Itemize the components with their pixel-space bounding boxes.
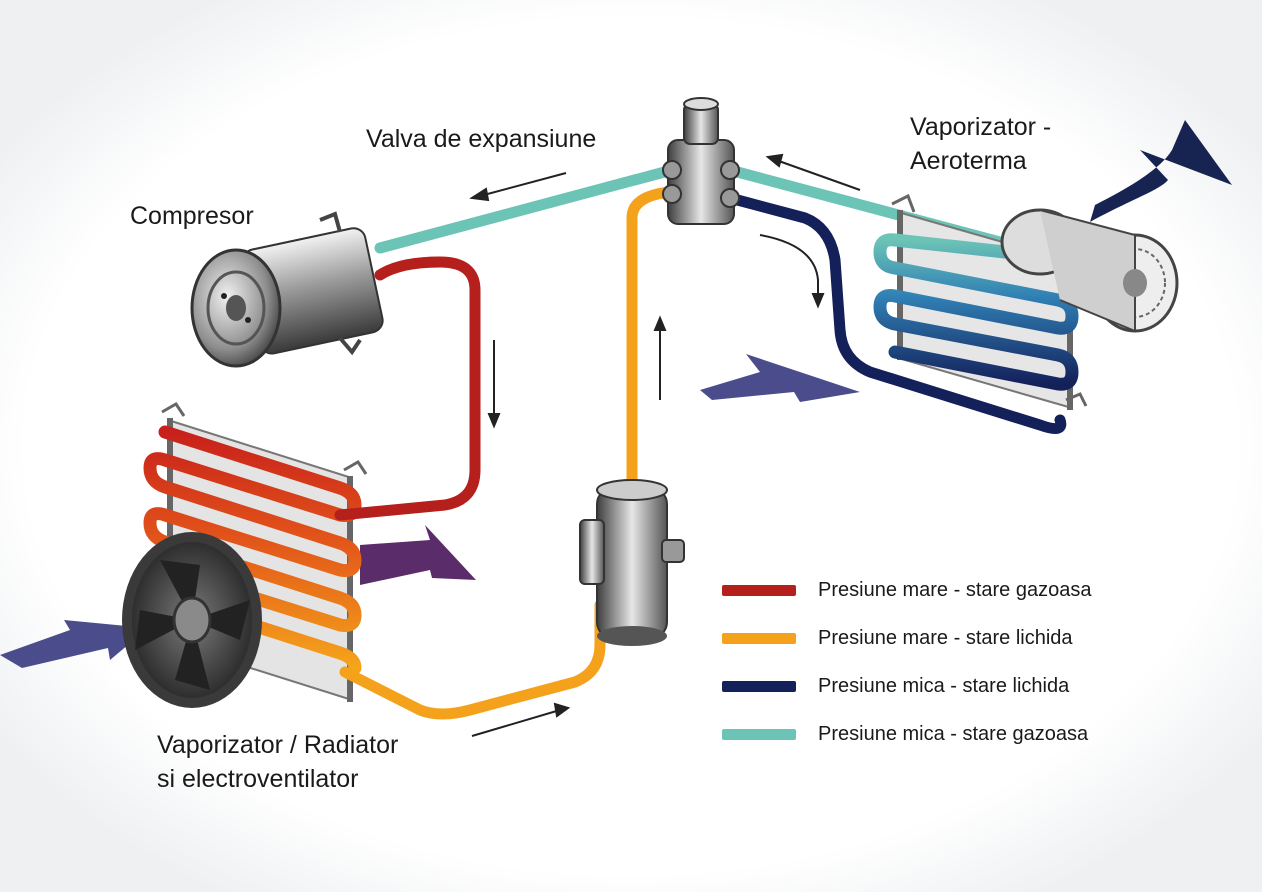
flow-arrow-down-hot (487, 340, 501, 429)
hose-high-pressure-gas (334, 256, 481, 521)
airflow-hot-out-arrow (360, 525, 476, 585)
legend-label: Presiune mare - stare lichida (818, 626, 1073, 649)
legend-item: Presiune mare - stare gazoasa (722, 566, 1182, 614)
blower-fan (1000, 208, 1179, 333)
legend-label: Presiune mare - stare gazoasa (818, 578, 1092, 601)
legend-item: Presiune mare - stare lichida (722, 614, 1182, 662)
legend-swatch-low-liquid (722, 680, 796, 692)
hose-high-pressure-liquid (339, 599, 606, 720)
receiver-drier (579, 479, 685, 646)
condenser-fan (122, 532, 262, 708)
flow-arrow-to-receiver (471, 702, 571, 737)
airflow-cool-out-arrow (1090, 120, 1232, 222)
legend-item: Presiune mica - stare lichida (722, 662, 1182, 710)
flow-arrow-to-compressor (469, 172, 567, 202)
airflow-into-evaporator-arrow (700, 354, 860, 402)
legend: Presiune mare - stare gazoasa Presiune m… (722, 566, 1182, 758)
flow-arrow-down-evaporator (759, 234, 825, 309)
flow-arrow-from-evaporator (765, 153, 861, 191)
legend-swatch-low-gas (722, 728, 796, 740)
compressor (190, 211, 384, 368)
legend-label: Presiune mica - stare lichida (818, 674, 1070, 697)
compressor-label: Compresor (130, 202, 254, 230)
evaporator-label-line2: Aeroterma (910, 147, 1027, 175)
condenser-label-line1: Vaporizator / Radiator (157, 731, 399, 759)
hose-low-pressure-liquid (724, 192, 1067, 434)
expansion-valve-label: Valva de expansiune (366, 125, 597, 153)
legend-swatch-high-liquid (722, 632, 796, 644)
airflow-into-condenser-arrow (0, 620, 148, 668)
legend-label: Presiune mica - stare gazoasa (818, 722, 1089, 745)
expansion-valve (662, 97, 740, 225)
flow-arrow-up-liquid (653, 315, 667, 400)
hose-low-pressure-gas-return (374, 164, 678, 254)
legend-swatch-high-gas (722, 584, 796, 596)
legend-item: Presiune mica - stare gazoasa (722, 710, 1182, 758)
condenser-label-line2: si electroventilator (157, 765, 359, 793)
evaporator-label-line1: Vaporizator - (910, 113, 1052, 141)
